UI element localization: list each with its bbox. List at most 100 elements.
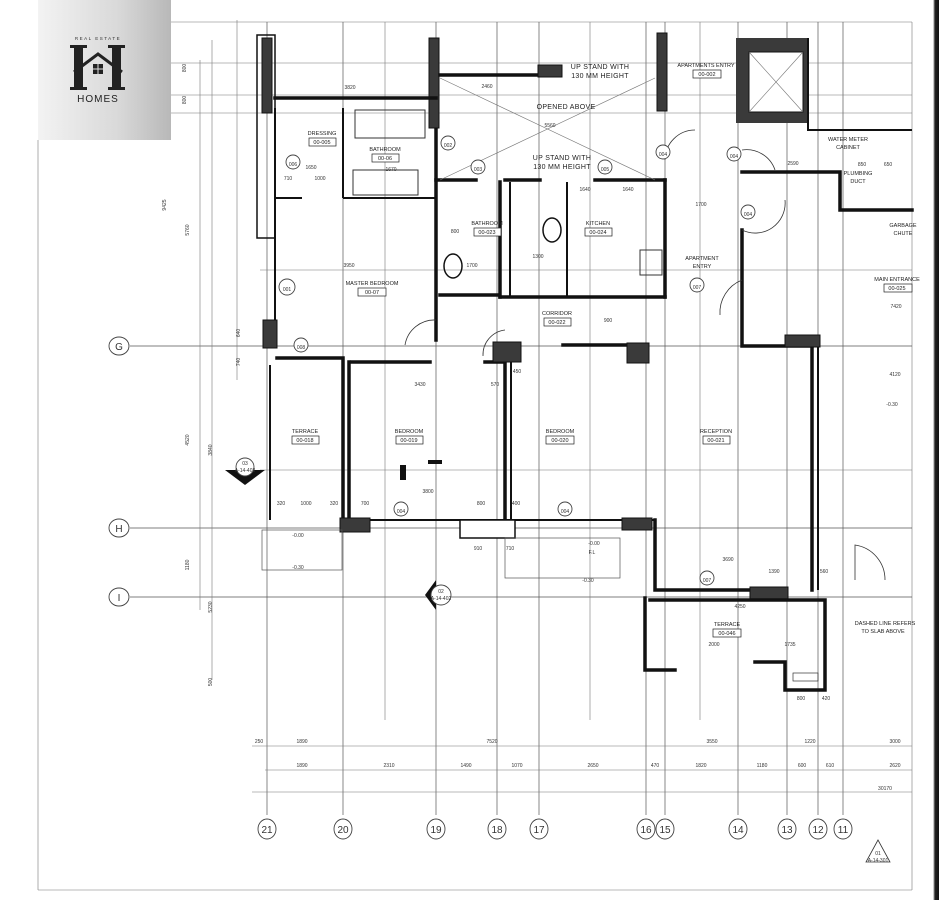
svg-text:710: 710 [506,546,515,552]
svg-text:A-14-402: A-14-402 [431,596,452,602]
svg-text:1300: 1300 [532,254,543,260]
svg-text:650: 650 [884,162,893,168]
svg-text:CABINET: CABINET [836,145,860,151]
svg-text:7520: 7520 [486,739,497,745]
svg-text:ENTRY: ENTRY [693,264,712,270]
svg-text:900: 900 [604,318,613,324]
grid-col-15: 15 [655,818,675,840]
svg-text:4120: 4120 [889,372,900,378]
svg-text:2460: 2460 [481,84,492,90]
door-swings [404,129,886,581]
svg-text:400: 400 [512,501,521,507]
door-tag: 002 [440,135,456,151]
logo-tagline: REAL ESTATE [74,36,122,41]
svg-text:3550: 3550 [706,739,717,745]
door-tag: 006 [285,154,301,170]
grid-col-13: 13 [777,818,797,840]
svg-text:DASHED LINE REFERS: DASHED LINE REFERS [855,621,916,627]
svg-text:7420: 7420 [890,304,901,310]
svg-text:14: 14 [732,825,744,836]
svg-text:1820: 1820 [695,763,706,769]
grid-col-19: 19 [426,818,446,840]
grid-col-14: 14 [728,818,748,840]
svg-text:18: 18 [491,825,503,836]
svg-text:TO SLAB ABOVE: TO SLAB ABOVE [861,629,905,635]
grid-column-markers: 21 20 19 18 17 16 15 14 13 12 11 [257,818,853,840]
grid-col-18: 18 [487,818,507,840]
grid-col-17: 17 [529,818,549,840]
svg-text:1670: 1670 [385,167,396,173]
svg-text:1000: 1000 [314,176,325,182]
svg-text:F.L: F.L [589,550,596,556]
svg-text:UP STAND WITH: UP STAND WITH [571,64,629,71]
svg-text:250: 250 [255,739,264,745]
svg-text:20: 20 [337,825,349,836]
svg-text:4250: 4250 [734,604,745,610]
svg-text:MASTER BEDROOM: MASTER BEDROOM [346,281,399,287]
svg-text:008: 008 [297,345,306,351]
svg-text:2000: 2000 [708,642,719,648]
section-marker-01: 01 A-14-301 [865,839,891,864]
svg-text:00-005: 00-005 [313,140,330,146]
svg-text:3690: 3690 [722,557,733,563]
plan-dimensions: 3820 2460 5560 1650 1000 710 1670 3950 1… [277,84,902,702]
svg-text:-0.00: -0.00 [588,541,600,547]
svg-text:A-14-403: A-14-403 [235,468,256,474]
svg-text:3950: 3950 [343,263,354,269]
svg-text:-0.00: -0.00 [292,533,304,539]
svg-text:600: 600 [798,763,807,769]
section-marker-03: 03 A-14-403 [225,457,265,485]
svg-text:PLUMBING: PLUMBING [844,171,873,177]
svg-text:CHUTE: CHUTE [894,231,913,237]
door-tag: 003 [470,159,486,175]
svg-text:WATER METER: WATER METER [828,137,868,143]
svg-text:740: 740 [236,358,242,367]
grid-col-12: 12 [808,818,828,840]
svg-text:004: 004 [659,152,668,158]
svg-text:00-023: 00-023 [478,230,495,236]
svg-text:320: 320 [277,501,286,507]
svg-text:00-024: 00-024 [589,230,606,236]
door-tag: 007 [689,277,705,293]
svg-text:800: 800 [182,64,188,73]
svg-text:004: 004 [561,509,570,515]
svg-text:APARTMENT: APARTMENT [685,256,719,262]
svg-text:004: 004 [744,212,753,218]
svg-text:5760: 5760 [185,224,191,235]
company-logo: REAL ESTATE HOMES [38,0,171,140]
svg-text:003: 003 [474,167,483,173]
svg-text:570: 570 [491,382,500,388]
svg-text:01: 01 [875,851,881,857]
room-master-bedroom: MASTER BEDROOM 00-07 [346,281,399,297]
svg-text:9425: 9425 [162,199,168,210]
svg-text:420: 420 [822,696,831,702]
svg-text:RECEPTION: RECEPTION [700,429,732,435]
svg-text:-0.30: -0.30 [582,578,594,584]
svg-text:800: 800 [182,96,188,105]
svg-text:470: 470 [651,763,660,769]
svg-text:APARTMENTS ENTRY: APARTMENTS ENTRY [677,63,734,69]
svg-text:OPENED ABOVE: OPENED ABOVE [537,104,596,111]
svg-text:1890: 1890 [296,763,307,769]
svg-text:1735: 1735 [784,642,795,648]
svg-text:00-021: 00-021 [707,438,724,444]
door-tag: 005 [597,159,613,175]
svg-text:1640: 1640 [579,187,590,193]
svg-text:4520: 4520 [185,434,191,445]
svg-text:004: 004 [730,154,739,160]
svg-text:3430: 3430 [414,382,425,388]
svg-text:02: 02 [438,589,444,595]
svg-text:2310: 2310 [383,763,394,769]
svg-text:H: H [115,524,122,535]
svg-text:BEDROOM: BEDROOM [546,429,575,435]
svg-text:00-07: 00-07 [365,290,379,296]
svg-text:13: 13 [781,825,793,836]
svg-text:16: 16 [640,825,652,836]
svg-text:1890: 1890 [296,739,307,745]
svg-text:MAIN ENTRANCE: MAIN ENTRANCE [874,277,920,283]
svg-text:2650: 2650 [587,763,598,769]
svg-text:-0.30: -0.30 [886,402,898,408]
door-tag: 007 [699,570,715,586]
